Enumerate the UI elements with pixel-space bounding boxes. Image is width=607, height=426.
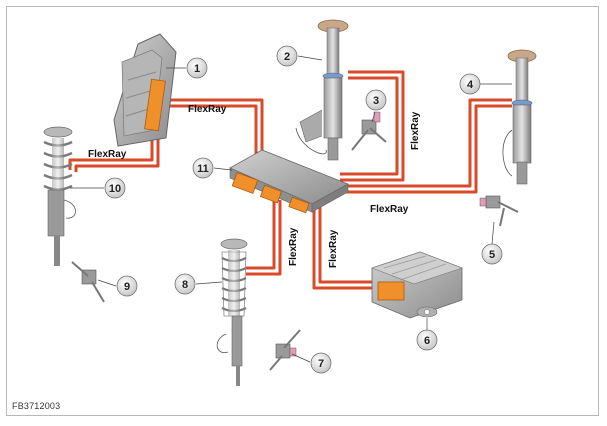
callout-9: 9	[116, 275, 138, 297]
svg-text:6: 6	[424, 335, 430, 347]
ride-height-sensor-3	[351, 111, 387, 151]
connector-11a	[231, 172, 259, 194]
flexray-label: FlexRay	[88, 149, 127, 160]
wire-1-to-11	[160, 98, 264, 154]
strut-2	[295, 19, 349, 161]
figure-id: FB3712003	[12, 401, 61, 411]
callout-6: 6	[416, 329, 438, 351]
svg-text:1: 1	[194, 63, 200, 75]
svg-text:5: 5	[489, 249, 495, 261]
svg-text:9: 9	[124, 281, 130, 293]
wire-11-to-6	[312, 205, 378, 290]
callout-1: 1	[186, 57, 208, 79]
callout-11: 11	[192, 157, 214, 179]
flexray-label: FlexRay	[410, 111, 421, 150]
callout-2: 2	[276, 45, 298, 67]
callout-7: 7	[310, 352, 332, 374]
flexray-labels: FlexRay FlexRay FlexRay FlexRay FlexRay …	[88, 104, 421, 268]
wire-11-to-4	[345, 98, 512, 194]
wire-11-to-2	[340, 70, 405, 182]
connector-11b	[259, 184, 283, 204]
callout-3: 3	[365, 89, 387, 111]
callouts: 1 2 3 4 5 6 7 8 9 10 11	[104, 45, 503, 374]
flexray-label: FlexRay	[288, 227, 299, 266]
svg-text:3: 3	[373, 95, 379, 107]
gateway-module-11	[229, 149, 349, 214]
flexray-wires	[68, 70, 512, 290]
strut-8	[216, 238, 248, 386]
svg-text:7: 7	[318, 358, 324, 370]
flexray-label: FlexRay	[328, 229, 339, 268]
ride-height-sensor-9	[71, 261, 105, 303]
control-unit-1	[113, 33, 177, 147]
callout-8: 8	[174, 273, 196, 295]
flexray-label: FlexRay	[370, 204, 409, 215]
svg-text:4: 4	[467, 79, 474, 91]
control-module-6	[371, 251, 463, 319]
callout-10: 10	[104, 177, 126, 199]
svg-text:8: 8	[182, 279, 188, 291]
wire-11-to-8	[246, 200, 282, 276]
strut-10	[43, 126, 76, 266]
connector-6	[377, 281, 405, 301]
callout-4: 4	[459, 73, 481, 95]
leader-lines	[70, 55, 512, 363]
connector-11c	[288, 196, 310, 214]
svg-text:11: 11	[197, 163, 209, 175]
strut-4	[502, 49, 537, 185]
svg-text:10: 10	[109, 183, 121, 195]
ride-height-sensor-7	[269, 329, 301, 371]
svg-text:2: 2	[284, 51, 290, 63]
flexray-label: FlexRay	[188, 104, 227, 115]
callout-5: 5	[481, 243, 503, 265]
ride-height-sensor-5	[479, 195, 519, 227]
connector-1	[144, 78, 166, 132]
